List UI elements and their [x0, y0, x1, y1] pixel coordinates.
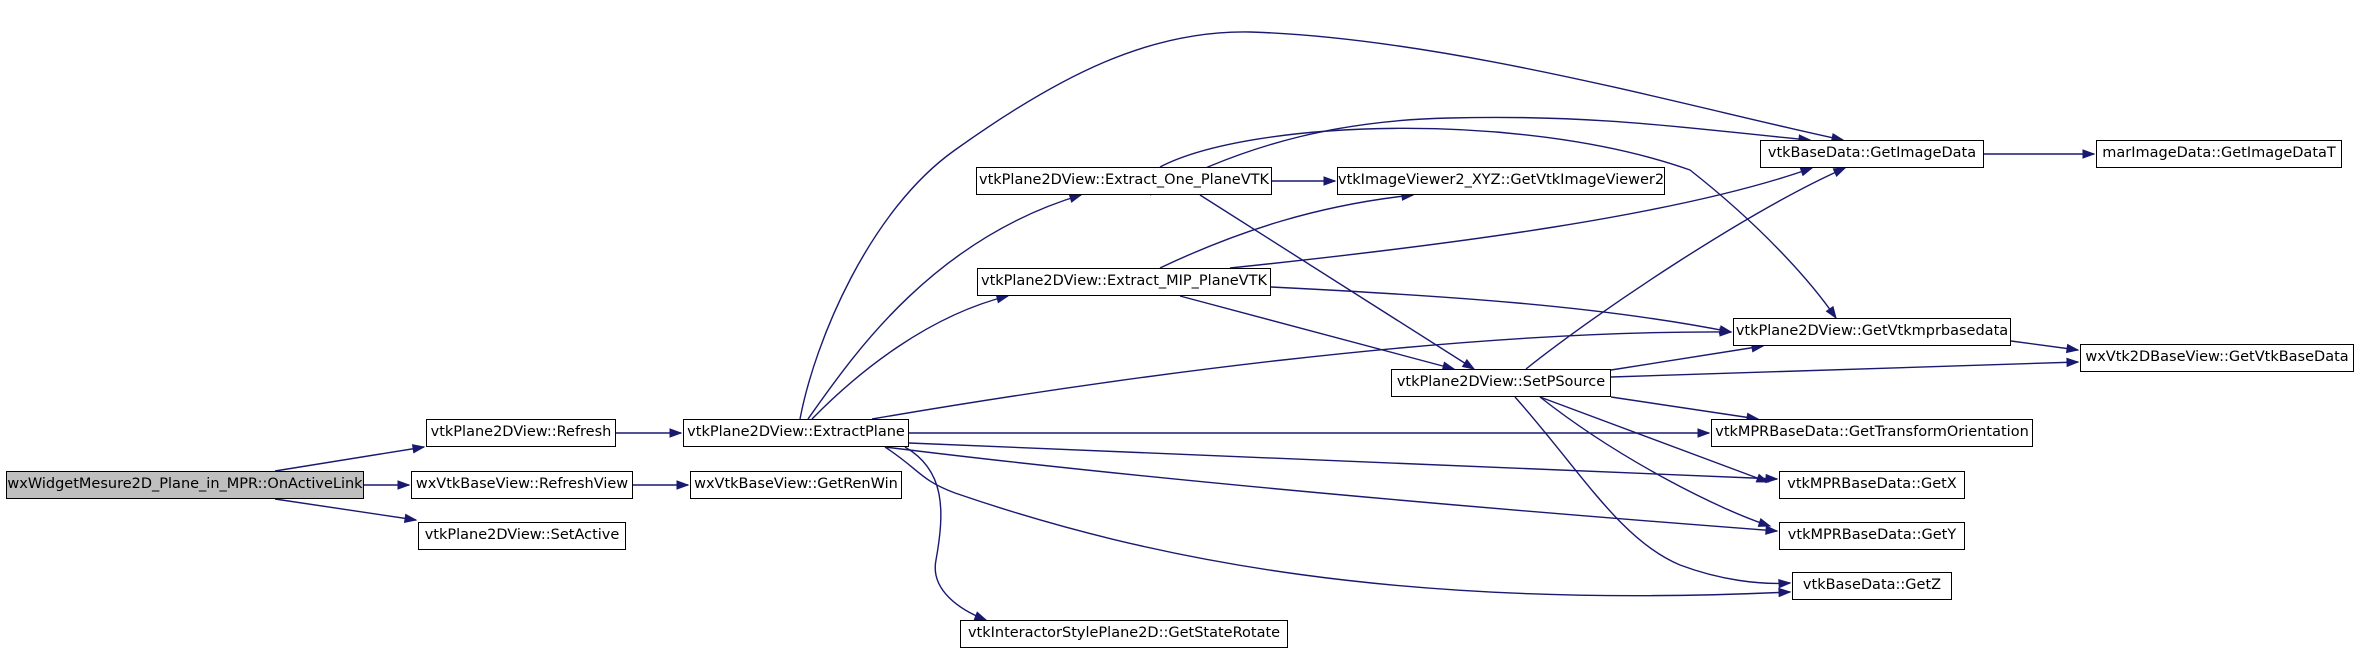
arrowhead-setPSource-to-getY	[1757, 517, 1772, 527]
edge-extractPlane-to-getVtkmprbasedata	[871, 331, 1732, 420]
arrowhead-refreshView-to-getRenWin	[676, 480, 690, 490]
node-getimagedatat[interactable]: marImageData::GetImageDataT	[2096, 140, 2342, 168]
edge-extractOne-to-getImageData	[1149, 116, 1811, 196]
edge-extractMIP-to-getVtkmprbasedata	[1270, 286, 1732, 333]
node-getvtkimageviewer2[interactable]: vtkImageViewer2_XYZ::GetVtkImageViewer2	[1337, 167, 1665, 195]
edge-extractPlane-to-getX	[908, 442, 1778, 480]
arrowhead-extractPlane-to-getZ	[1778, 587, 1792, 598]
node-extract-one-planevtk[interactable]: vtkPlane2DView::Extract_One_PlaneVTK	[976, 167, 1272, 195]
arrowhead-onActiveLink-to-refresh	[411, 444, 426, 454]
edge-setPSource-to-getZ	[1514, 396, 1791, 585]
arrowhead-extractPlane-to-getTransformOrientation	[1697, 428, 1711, 438]
node-getstaterotate[interactable]: vtkInteractorStylePlane2D::GetStateRotat…	[960, 620, 1288, 648]
arrowhead-setPSource-to-getX	[1755, 473, 1770, 483]
arrowhead-getVtkmprbasedata-to-getVtkBaseData	[2065, 343, 2080, 354]
edge-extractPlane-to-extractMIP	[811, 295, 1009, 420]
edge-onActiveLink-to-setActive	[274, 498, 417, 521]
arrowhead-refresh-to-extractPlane	[669, 428, 683, 438]
edge-extractPlane-to-getImageData	[799, 31, 1844, 420]
arrowhead-setPSource-to-getImageData	[1832, 167, 1847, 177]
arrowhead-extractOne-to-getVtkmprbasedata	[1825, 305, 1837, 320]
arrowhead-setPSource-to-getZ	[1778, 578, 1792, 589]
arrowhead-onActiveLink-to-setActive	[403, 513, 418, 523]
edge-extractPlane-to-getZ	[884, 446, 1791, 597]
edge-onActiveLink-to-refresh	[274, 446, 425, 472]
arrowhead-getImageData-to-getImageDataT	[2082, 149, 2096, 159]
node-setactive[interactable]: vtkPlane2DView::SetActive	[418, 522, 626, 550]
arrowhead-onActiveLink-to-refreshView	[397, 480, 411, 490]
node-getx[interactable]: vtkMPRBaseData::GetX	[1779, 471, 1965, 499]
node-extract-mip-planevtk[interactable]: vtkPlane2DView::Extract_MIP_PlaneVTK	[977, 268, 1271, 296]
edge-setPSource-to-getY	[1539, 396, 1771, 527]
arrowhead-extractPlane-to-getX	[1765, 473, 1779, 484]
node-getvtkmprbasedata[interactable]: vtkPlane2DView::GetVtkmprbasedata	[1733, 318, 2011, 346]
node-getimagedata[interactable]: vtkBaseData::GetImageData	[1760, 140, 1984, 168]
node-gettransformorientation[interactable]: vtkMPRBaseData::GetTransformOrientation	[1711, 419, 2033, 447]
edge-setPSource-to-getTransformOrientation	[1610, 396, 1759, 420]
edge-extractOne-to-setPSource	[1199, 194, 1475, 370]
edge-setPSource-to-getVtkmprbasedata	[1610, 345, 1764, 371]
edge-extractOne-to-getVtkmprbasedata	[1159, 127, 1837, 319]
arrowhead-extractPlane-to-getStateRotate	[973, 611, 988, 621]
node-onactivelink: wxWidgetMesure2D_Plane_in_MPR::OnActiveL…	[6, 471, 364, 499]
edge-extractMIP-to-setPSource	[1179, 295, 1455, 370]
edge-extractMIP-to-getImageData	[1229, 167, 1813, 269]
node-getrenwin[interactable]: wxVtkBaseView::GetRenWin	[690, 471, 902, 499]
arrowhead-setPSource-to-getVtkBaseData	[2066, 357, 2080, 368]
node-gety[interactable]: vtkMPRBaseData::GetY	[1779, 522, 1965, 550]
node-getz[interactable]: vtkBaseData::GetZ	[1792, 572, 1952, 600]
edge-extractPlane-to-extractOne	[807, 194, 1082, 420]
arrowhead-extractOne-to-setPSource	[1461, 358, 1476, 370]
node-refreshview[interactable]: wxVtkBaseView::RefreshView	[411, 471, 633, 499]
arrowhead-extractPlane-to-extractOne	[1068, 193, 1083, 203]
arrowhead-extractMIP-to-getImageData	[1799, 167, 1814, 177]
arrowhead-extractPlane-to-getY	[1765, 525, 1779, 535]
edge-extractPlane-to-getStateRotate	[904, 446, 987, 621]
node-setpsource[interactable]: vtkPlane2DView::SetPSource	[1391, 369, 1611, 397]
call-graph-edges	[274, 31, 2096, 621]
edge-extractPlane-to-getY	[884, 446, 1778, 532]
node-refresh[interactable]: vtkPlane2DView::Refresh	[426, 419, 616, 447]
node-extractplane[interactable]: vtkPlane2DView::ExtractPlane	[683, 419, 909, 447]
arrowhead-extractOne-to-getVtkImageViewer2	[1323, 176, 1337, 186]
edge-setPSource-to-getImageData	[1525, 167, 1846, 370]
arrowhead-extractMIP-to-getVtkmprbasedata	[1718, 325, 1733, 335]
node-getvtkbasedata[interactable]: wxVtk2DBaseView::GetVtkBaseData	[2080, 344, 2354, 372]
edge-setPSource-to-getX	[1539, 396, 1769, 483]
edge-setPSource-to-getVtkBaseData	[1610, 361, 2079, 378]
edge-extractMIP-to-getVtkImageViewer2	[1159, 194, 1414, 269]
